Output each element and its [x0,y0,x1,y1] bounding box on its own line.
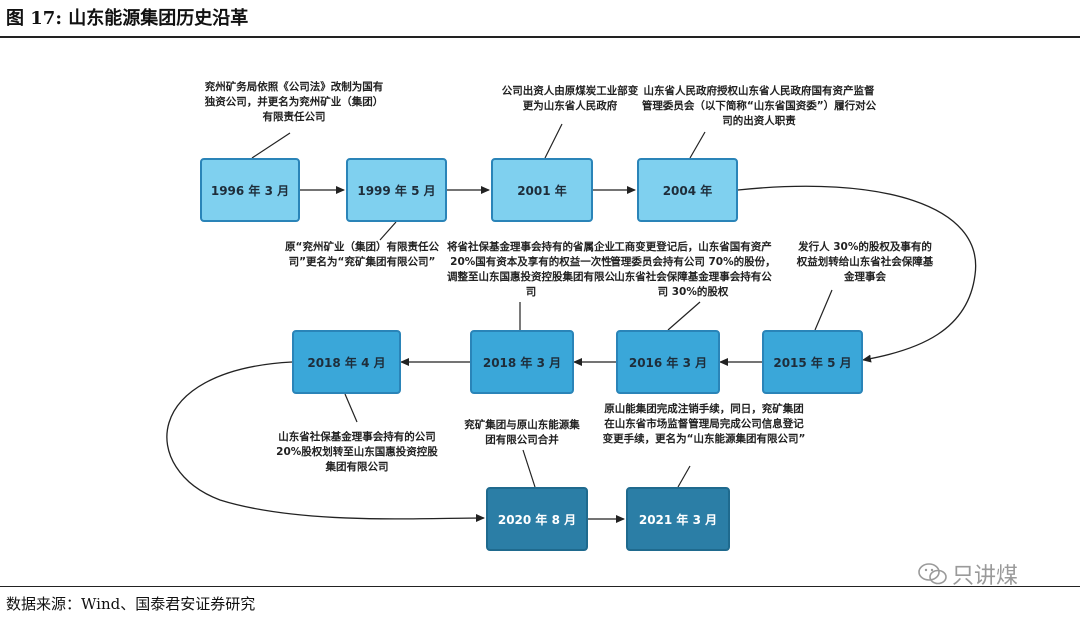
timeline-box-2004: 2004 年 [637,158,738,222]
top-rule [0,36,1080,38]
figure-title: 图 17: 山东能源集团历史沿革 [6,8,249,29]
callout-line-2021 [677,465,691,488]
arrow-2004-2015 [737,185,977,363]
timeline-box-2015-05: 2015 年 5 月 [762,330,863,394]
source-note: 数据来源：Wind、国泰君安证券研究 [6,595,256,613]
callout-line-2016 [667,301,701,331]
wechat-icon [918,563,948,585]
note-2016: 工商变更登记后，山东省国有资产管理委员会持有公司 70%的股份，山东省社会保障基… [610,241,776,298]
timeline-box-2001: 2001 年 [491,158,593,222]
timeline-box-2018-03: 2018 年 3 月 [470,330,574,394]
callout-line-2004 [689,131,706,159]
callout-line-2001 [544,123,563,159]
note-2018-04: 山东省社保基金理事会持有的公司 20%股权划转至山东国惠投资控股集团有限公司 [276,431,438,473]
arrow-2018-2020 [166,361,485,523]
timeline-box-2020-08: 2020 年 8 月 [486,487,588,551]
timeline-box-2016-03: 2016 年 3 月 [616,330,720,394]
callout-line-2020 [522,449,536,488]
bottom-rule [0,586,1080,587]
note-1996: 兖州矿务局依照《公司法》改制为国有独资公司，并更名为兖州矿业（集团）有限责任公司 [204,81,384,123]
timeline-box-1996-03: 1996 年 3 月 [200,158,300,222]
watermark: 只讲煤 [918,558,1018,590]
timeline-box-2021-03: 2021 年 3 月 [626,487,730,551]
note-2004: 山东省人民政府授权山东省人民政府国有资产监督管理委员会（以下简称“山东省国资委”… [641,85,877,127]
note-1999: 原“兖州矿业（集团）有限责任公司”更名为“兖矿集团有限公司” [285,241,439,268]
note-2018-03: 将省社保基金理事会持有的省属企业 20%国有资本及享有的权益一次性调整至山东国惠… [447,241,615,298]
note-2015: 发行人 30%的股权及事有的权益划转给山东省社会保障基金理事会 [796,241,934,283]
timeline-box-1999-05: 1999 年 5 月 [346,158,447,222]
callout-line-1996 [251,132,291,159]
callout-line-2018-4 [344,393,358,423]
note-2001: 公司出资人由原煤炭工业部变更为山东省人民政府 [501,85,639,112]
note-2021: 原山能集团完成注销手续，同日，兖矿集团在山东省市场监督管理局完成公司信息登记变更… [602,403,806,445]
callout-line-2015 [814,289,833,331]
timeline-box-2018-04: 2018 年 4 月 [292,330,401,394]
note-2020: 兖矿集团与原山东能源集团有限公司合并 [464,419,580,446]
watermark-text: 只讲煤 [952,564,1019,589]
callout-line-1999 [379,221,397,241]
